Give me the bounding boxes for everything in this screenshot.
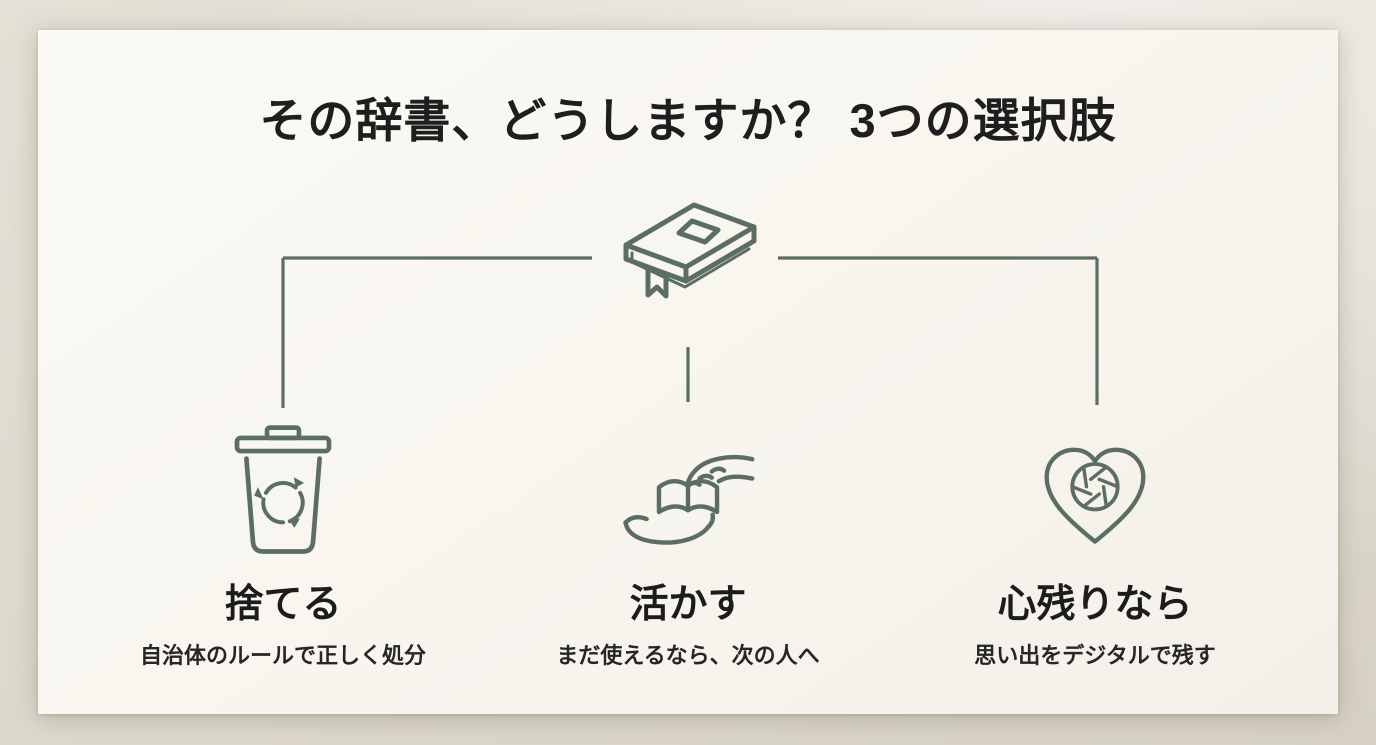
option-column-discard: 捨てる 自治体のルールで正しく処分: [123, 410, 443, 669]
option-description: まだ使えるなら、次の人へ: [556, 642, 820, 668]
option-column-reuse: 活かす まだ使えるなら、次の人へ: [528, 410, 848, 669]
book-icon: [608, 183, 768, 313]
option-description: 思い出をデジタルで残す: [974, 642, 1216, 668]
slide-card: その辞書、どうしますか？ 3つの選択肢: [38, 30, 1338, 714]
hands-book-icon: [528, 410, 848, 570]
option-description: 自治体のルールで正しく処分: [139, 642, 426, 668]
option-label: 心残りなら: [997, 583, 1193, 626]
trash-recycle-icon: [123, 410, 443, 570]
option-label: 捨てる: [224, 583, 342, 626]
slide-title: その辞書、どうしますか？ 3つの選択肢: [259, 94, 1117, 147]
option-label: 活かす: [629, 583, 747, 626]
heart-aperture-icon: [935, 410, 1255, 570]
option-column-memory: 心残りなら 思い出をデジタルで残す: [935, 410, 1255, 669]
